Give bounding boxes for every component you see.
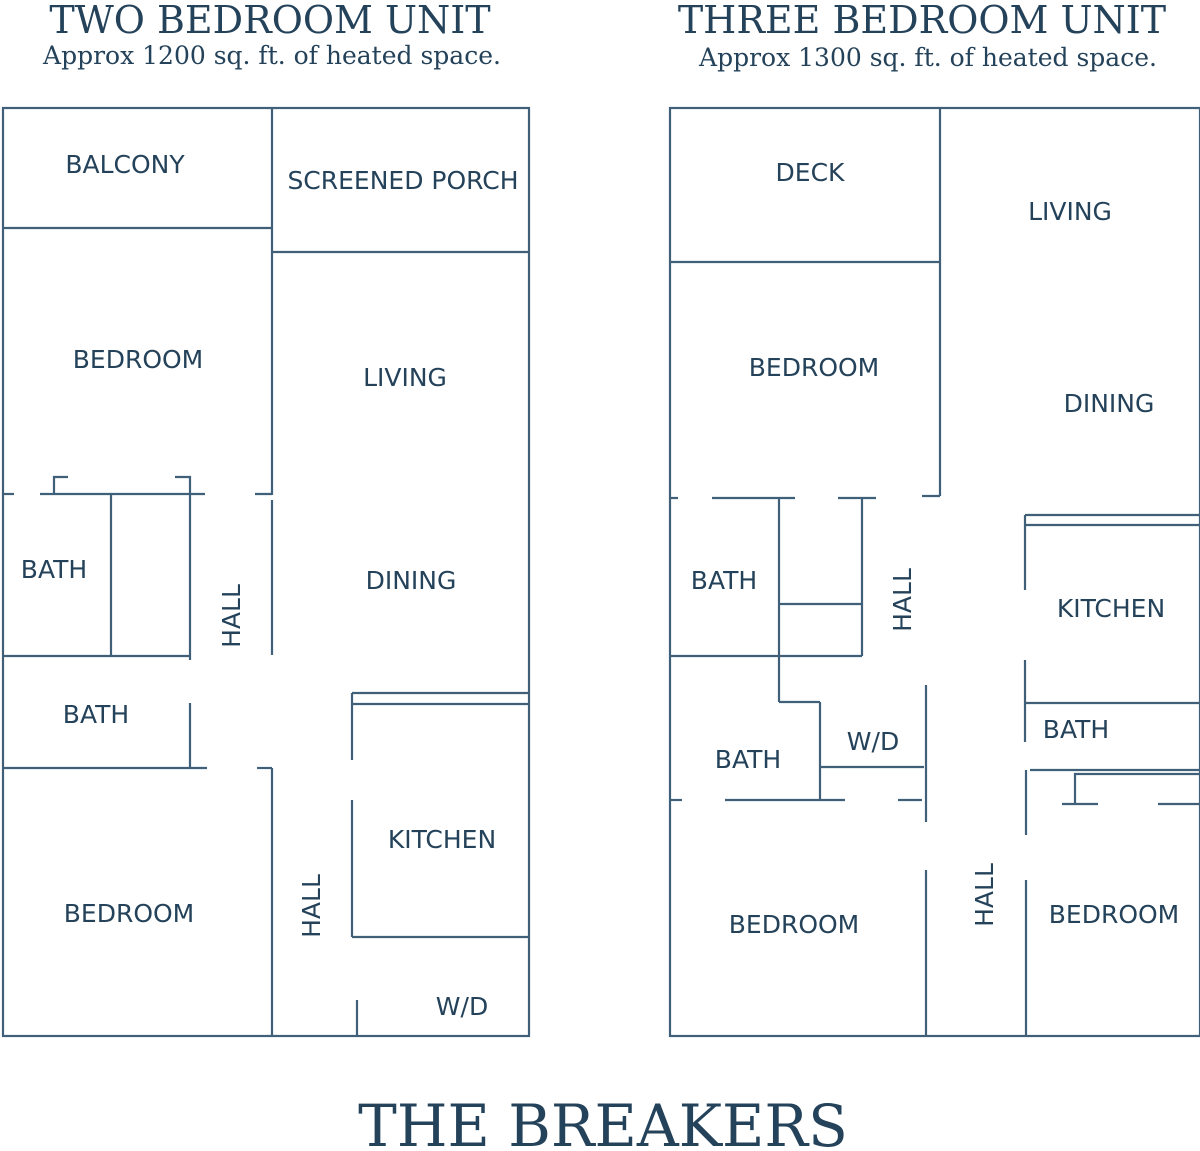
room-dining-2br: DINING — [366, 566, 457, 595]
room-screened-porch-2br: SCREENED PORCH — [287, 166, 518, 195]
room-kitchen-3br: KITCHEN — [1057, 594, 1165, 623]
three-bedroom-heading: THREE BEDROOM UNIT — [678, 0, 1166, 42]
room-hall-2-3br: HALL — [970, 863, 999, 927]
room-hall-1-3br: HALL — [888, 568, 917, 632]
complex-title: THE BREAKERS — [358, 1092, 848, 1151]
room-bath-2-3br: BATH — [1043, 715, 1109, 744]
room-hall-1-2br: HALL — [217, 584, 246, 648]
room-bedroom-1-2br: BEDROOM — [73, 345, 204, 374]
room-bedroom-1-3br: BEDROOM — [749, 353, 880, 382]
room-kitchen-2br: KITCHEN — [388, 825, 496, 854]
room-balcony-2br: BALCONY — [65, 150, 185, 179]
two-bedroom-heading: TWO BEDROOM UNIT — [49, 0, 490, 42]
two-bedroom-subheading: Approx 1200 sq. ft. of heated space. — [42, 41, 501, 70]
two-bedroom-walls — [1, 106, 531, 1038]
room-bedroom-3-3br: BEDROOM — [1049, 900, 1180, 929]
room-bedroom-2-2br: BEDROOM — [64, 899, 195, 928]
room-hall-2-2br: HALL — [297, 874, 326, 938]
room-wd-3br: W/D — [847, 727, 899, 756]
room-wd-2br: W/D — [436, 992, 488, 1021]
room-deck-3br: DECK — [776, 158, 846, 187]
three-bedroom-subheading: Approx 1300 sq. ft. of heated space. — [698, 43, 1157, 72]
three-bedroom-walls — [668, 106, 1200, 1038]
room-living-2br: LIVING — [363, 363, 447, 392]
room-bath-1-2br: BATH — [21, 555, 87, 584]
room-bath-2-2br: BATH — [63, 700, 129, 729]
room-bath-3-3br: BATH — [715, 745, 781, 774]
room-living-3br: LIVING — [1028, 197, 1112, 226]
room-dining-3br: DINING — [1064, 389, 1155, 418]
room-bedroom-2-3br: BEDROOM — [729, 910, 860, 939]
room-bath-1-3br: BATH — [691, 566, 757, 595]
